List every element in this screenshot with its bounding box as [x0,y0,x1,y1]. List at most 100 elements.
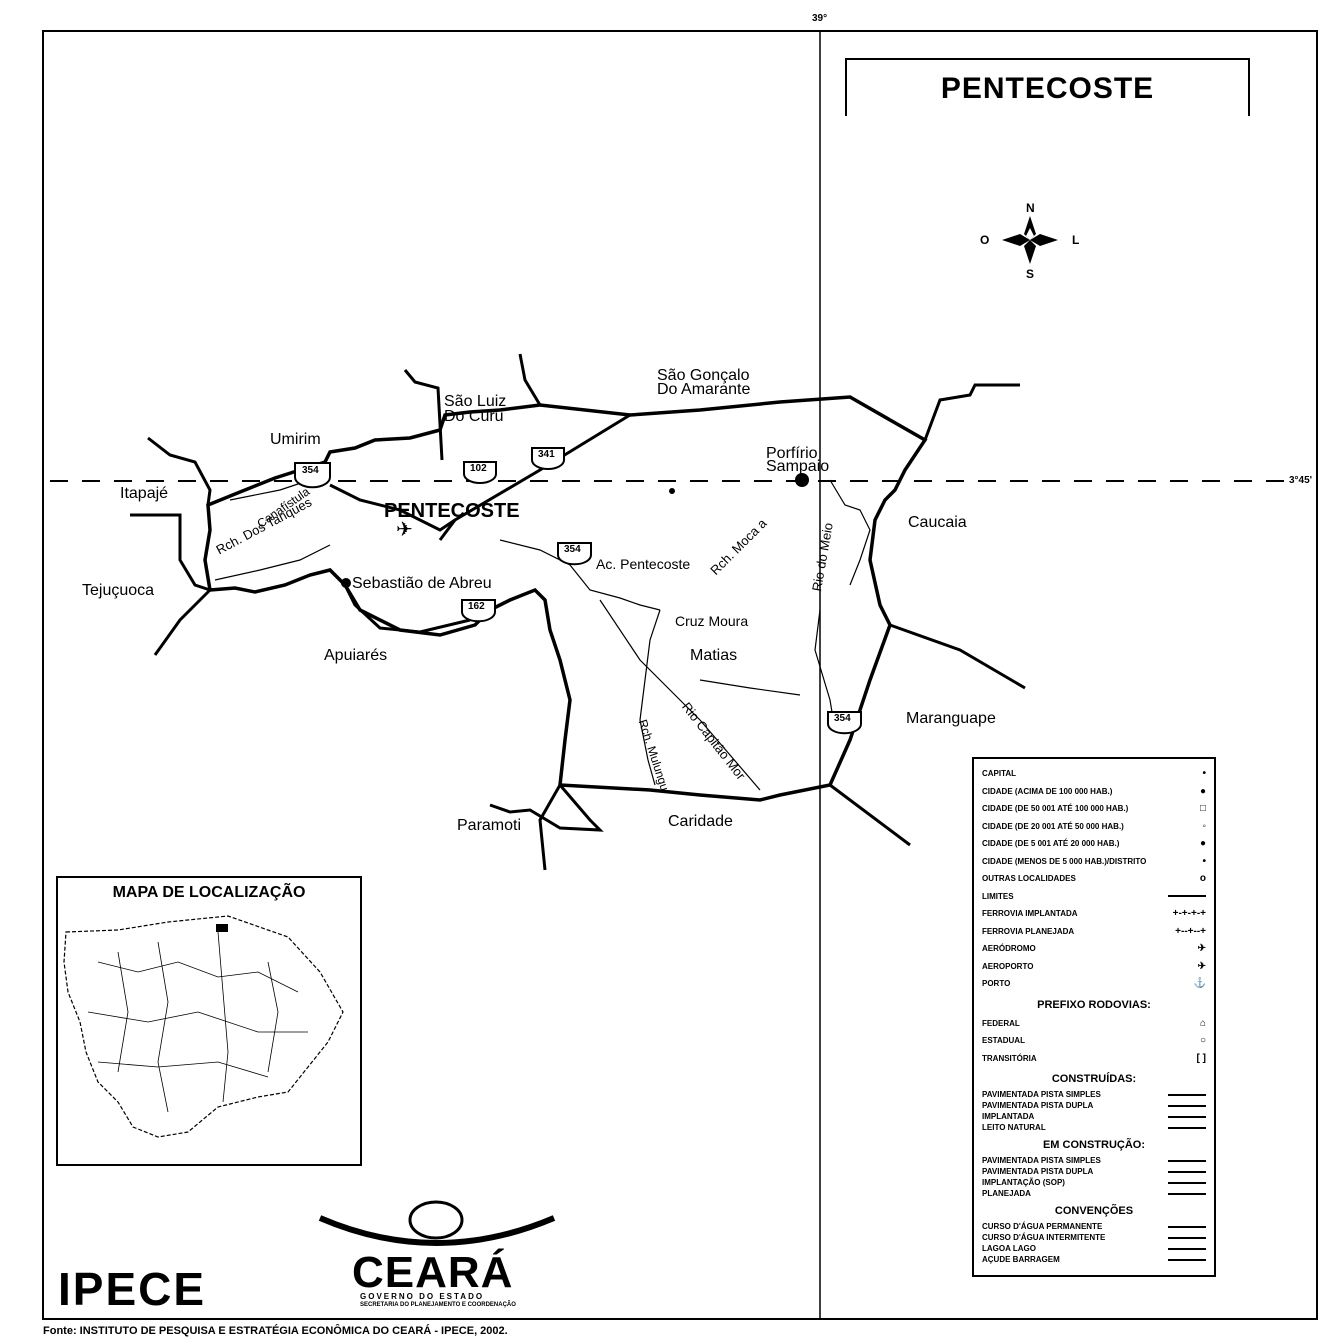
legend-label: OUTRAS LOCALIDADES [982,874,1076,884]
legend-built-title: CONSTRUÍDAS: [1051,1073,1137,1085]
compass-rose-icon: N S O L [978,200,1088,280]
legend-label: PAVIMENTADA PISTA DUPLA [982,1167,1094,1176]
legend-prefixes: FEDERAL ⌂ ESTADUAL ○ TRANSITÓRIA[ ] [982,1015,1206,1068]
source-credit: Fonte: INSTITUTO DE PESQUISA E ESTRATÉGI… [43,1325,508,1337]
city-dot-sebastiao [341,578,351,588]
inset-title: MAPA DE LOCALIZAÇÃO [112,884,306,901]
legend-label: CURSO D'ÁGUA PERMANENTE [982,1222,1103,1231]
ipece-logo: IPECE [58,1263,207,1315]
legend-symbol: ⚓ [1193,978,1206,990]
legend-label: PAVIMENTADA PISTA SIMPLES [982,1090,1101,1099]
place-label: Sampaio [766,458,830,475]
legend-line-symbol [1168,1093,1206,1096]
legend-label: PAVIMENTADA PISTA SIMPLES [982,1156,1101,1165]
map-title-box: PENTECOSTE [845,58,1250,116]
legend-row: CURSO D'ÁGUA PERMANENTE [982,1221,1206,1232]
city-dot-porfirio [795,473,809,487]
legend-label: CURSO D'ÁGUA INTERMITENTE [982,1233,1106,1242]
compass-east: L [1072,233,1080,247]
legend-line-symbol [1168,1159,1206,1162]
place-label: Caridade [668,813,733,830]
rivers [214,479,871,791]
legend-row: PAVIMENTADA PISTA DUPLA [982,1166,1206,1177]
legend-symbol: ⌂ [1199,1017,1206,1029]
legend-line-symbol [1168,1126,1206,1129]
legend-row: PAVIMENTADA PISTA SIMPLES [982,1089,1206,1100]
map-title: PENTECOSTE [940,72,1155,105]
legend-line-symbol [1168,1115,1206,1118]
legend-symbol: • [1202,855,1206,867]
legend-construction: PAVIMENTADA PISTA SIMPLES PAVIMENTADA PIS… [982,1155,1206,1199]
legend-row: AERÓDROMO✈ [982,940,1206,958]
legend-conventions-title: CONVENÇÕES [1054,1205,1134,1217]
legend-construction-title: EM CONSTRUÇÃO: [1042,1139,1146,1151]
place-label: Caucaia [908,514,967,531]
legend-symbol: □ [1199,803,1206,815]
place-label: Do Curu [444,408,504,425]
legend-line-symbol [1168,1104,1206,1107]
legend-label: CIDADE (DE 20 001 ATÉ 50 000 HAB.) [982,821,1124,831]
place-label: Matias [690,647,738,664]
legend-symbol: +-+-+-+ [1172,908,1206,920]
road-label: 354 [834,713,851,724]
legend-line-symbol [1168,1192,1206,1195]
legend-row: FEDERAL ⌂ [982,1015,1206,1033]
legend-line-symbol [1168,1236,1206,1239]
legend-label: TRANSITÓRIA [982,1053,1037,1063]
neighbour-boundaries [130,353,1026,871]
map-frame [42,30,1318,1320]
legend-symbol: o [1199,873,1206,885]
ceara-logo-subtitle-2: SECRETARIA DO PLANEJAMENTO E COORDENAÇÃO [360,1302,516,1308]
road-label: 354 [564,544,581,555]
legend-label: PORTO [982,979,1011,989]
legend-label: PLANEJADA [982,1189,1031,1198]
legend-symbol: • [1202,768,1206,780]
legend-line-symbol [1168,1181,1206,1184]
legend-label: FEDERAL [982,1018,1020,1028]
legend-label: LIMITES [982,891,1014,901]
latitude-label: 3°45' [1289,475,1313,486]
ceara-state-outline [63,915,344,1138]
legend-row: CURSO D'ÁGUA INTERMITENTE [982,1232,1206,1243]
legend-row: ESTADUAL ○ [982,1032,1206,1050]
legend-row: OUTRAS LOCALIDADES o [982,870,1206,888]
legend-line-symbol [1168,1170,1206,1173]
place-label: Umirim [270,431,321,448]
legend-row: AEROPORTO✈ [982,958,1206,976]
legend-label: ESTADUAL [982,1036,1025,1046]
legend-settlements: CAPITAL•CIDADE (ACIMA DE 100 000 HAB.)●C… [982,765,1206,993]
legend-label: CIDADE (MENOS DE 5 000 HAB.)/DISTRITO [982,856,1147,866]
legend-label: CAPITAL [982,769,1017,779]
legend-label: IMPLANTADA [982,1112,1035,1121]
roads [329,483,471,634]
legend-label: PAVIMENTADA PISTA DUPLA [982,1101,1094,1110]
legend-row: PAVIMENTADA PISTA SIMPLES [982,1155,1206,1166]
road-label: 102 [470,463,487,474]
legend-row: TRANSITÓRIA[ ] [982,1050,1206,1068]
legend-row: LAGOA LAGO [982,1243,1206,1254]
legend-symbol: ✈ [1197,943,1206,955]
legend-row: CIDADE (DE 20 001 ATÉ 50 000 HAB.)◦ [982,818,1206,836]
locality-dot [669,488,675,494]
legend-row: PORTO ⚓ [982,975,1206,993]
place-label: Paramoti [457,817,522,834]
legend-row: CAPITAL • [982,765,1206,783]
legend-row: PLANEJADA [982,1188,1206,1199]
legend-line-symbol [1168,1225,1206,1228]
legend-row: IMPLANTAÇÃO (SOP) [982,1177,1206,1188]
legend-symbol: ● [1199,785,1206,797]
compass-west: O [980,233,990,247]
legend-built: PAVIMENTADA PISTA SIMPLES PAVIMENTADA PIS… [982,1089,1206,1133]
legend-symbol: ● [1199,838,1206,850]
place-label: Maranguape [906,710,996,727]
legend-label: CIDADE (ACIMA DE 100 000 HAB.) [982,786,1113,796]
legend-row: IMPLANTADA [982,1111,1206,1122]
legend-prefix-title: PREFIXO RODOVIAS: [1037,998,1151,1011]
place-label: São Gonçalo [657,367,750,384]
legend-symbol: ○ [1199,1035,1206,1047]
compass-south: S [1026,267,1035,281]
compass-north: N [1026,201,1035,215]
legend-row: CIDADE (DE 5 001 ATÉ 20 000 HAB.)● [982,835,1206,853]
road-label: 354 [302,465,319,476]
